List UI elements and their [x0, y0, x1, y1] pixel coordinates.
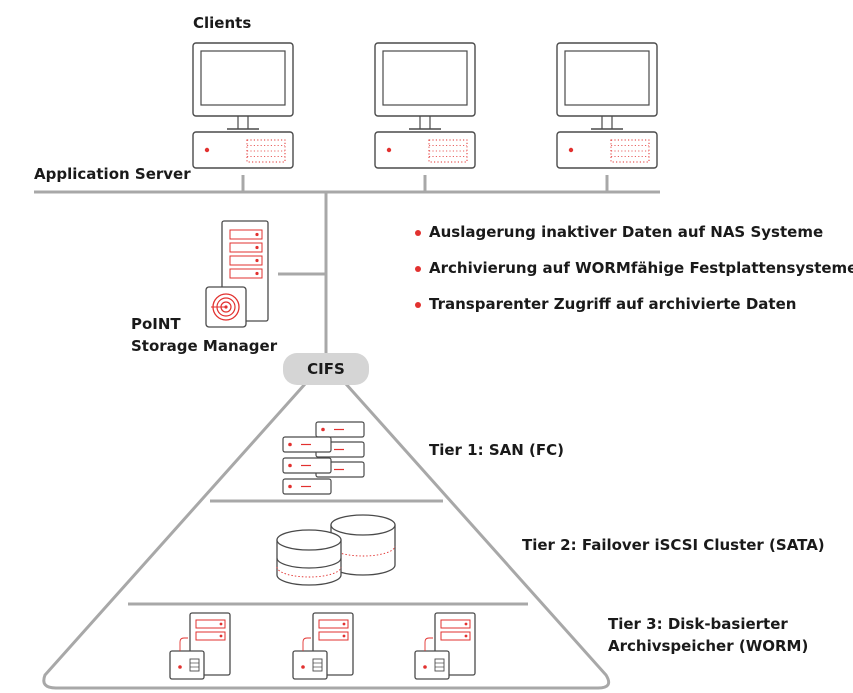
application-server-label: Application Server [34, 165, 191, 183]
feature-item: Archivierung auf WORMfähige Festplattens… [415, 260, 853, 296]
tier-3-label-line2: Archivspeicher (WORM) [608, 637, 809, 655]
feature-text: Archivierung auf WORMfähige Festplattens… [429, 259, 853, 277]
clients-label: Clients [193, 14, 252, 32]
storage-tier-pyramid [42, 383, 611, 690]
san-storage-icon [282, 421, 365, 495]
client-computer-icon [192, 42, 294, 169]
bullet-dot-icon [415, 302, 421, 308]
iscsi-disk-cluster-icon [276, 514, 396, 586]
cifs-protocol-badge: CIFS [283, 353, 369, 385]
feature-text: Auslagerung inaktiver Daten auf NAS Syst… [429, 223, 824, 241]
tier-1-label: Tier 1: SAN (FC) [429, 441, 564, 459]
feature-item: Auslagerung inaktiver Daten auf NAS Syst… [415, 224, 853, 260]
worm-archive-server-icon [169, 612, 231, 680]
worm-archive-server-icon [414, 612, 476, 680]
storage-manager-label-line1: PoINT [131, 315, 181, 333]
client-computer-icon [374, 42, 476, 169]
tier-3-label-line1: Tier 3: Disk-basierter [608, 615, 788, 633]
tier-2-label: Tier 2: Failover iSCSI Cluster (SATA) [522, 536, 825, 554]
worm-archive-server-icon [292, 612, 354, 680]
feature-list: Auslagerung inaktiver Daten auf NAS Syst… [415, 224, 853, 332]
client-computer-icon [556, 42, 658, 169]
storage-manager-label-line2: Storage Manager [131, 337, 278, 355]
feature-item: Transparenter Zugriff auf archivierte Da… [415, 296, 853, 332]
bullet-dot-icon [415, 266, 421, 272]
feature-text: Transparenter Zugriff auf archivierte Da… [429, 295, 797, 313]
bullet-dot-icon [415, 230, 421, 236]
storage-manager-server-icon [205, 220, 269, 328]
